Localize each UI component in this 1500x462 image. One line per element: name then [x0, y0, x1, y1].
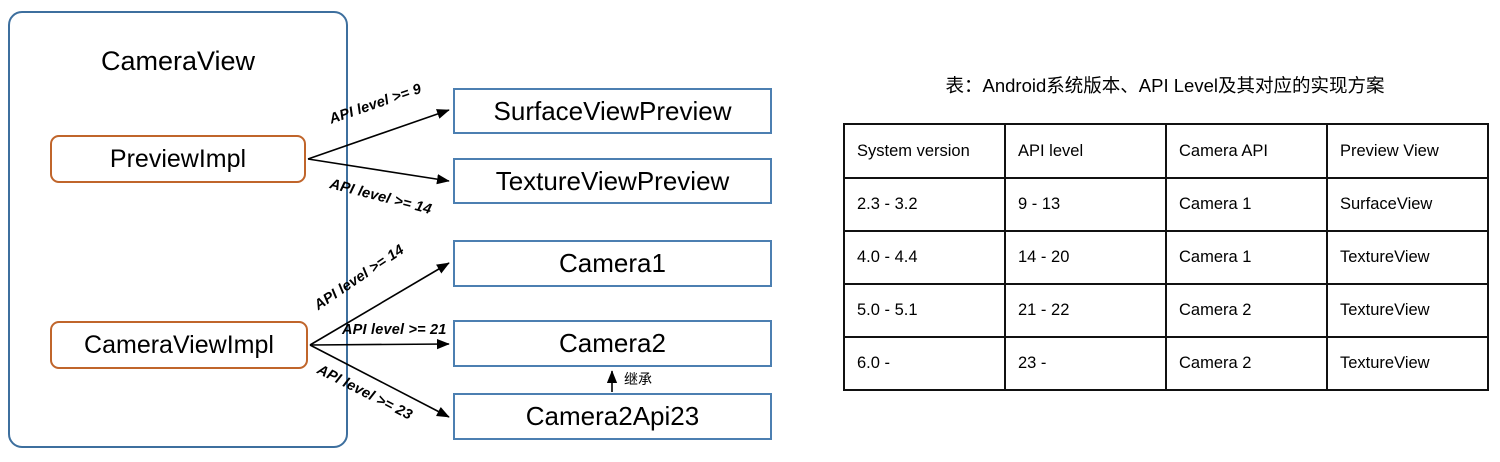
table-cell-api-level: 21 - 22 — [1004, 283, 1167, 338]
inheritance-label: 继承 — [624, 371, 652, 387]
android-version-table: System version API level Camera API Prev… — [843, 123, 1489, 391]
spec-table-panel: 表：Android系统版本、API Level及其对应的实现方案 System … — [800, 0, 1500, 462]
box-camera2api23[interactable]: Camera2Api23 — [453, 393, 772, 440]
table-cell-camera-api: Camera 2 — [1165, 283, 1328, 338]
table-cell-system-version: 4.0 - 4.4 — [843, 230, 1006, 285]
cameraview-title: CameraView — [100, 46, 256, 76]
table-cell-api-level: 23 - — [1004, 336, 1167, 391]
table-header-api-level: API level — [1004, 123, 1167, 179]
cameraview-container — [8, 11, 348, 448]
table-cell-preview-view: TextureView — [1326, 230, 1489, 285]
box-surfaceviewpreview-label: SurfaceViewPreview — [493, 95, 732, 126]
table-row: 2.3 - 3.2 9 - 13 Camera 1 SurfaceView — [843, 177, 1489, 232]
table-row: 6.0 - 23 - Camera 2 TextureView — [843, 336, 1489, 391]
box-surfaceviewpreview[interactable]: SurfaceViewPreview — [453, 88, 772, 134]
box-preview-impl[interactable]: PreviewImpl — [50, 135, 306, 183]
table-cell-system-version: 2.3 - 3.2 — [843, 177, 1006, 232]
box-preview-impl-label: PreviewImpl — [109, 144, 247, 173]
box-textureviewpreview[interactable]: TextureViewPreview — [453, 158, 772, 204]
table-cell-camera-api: Camera 2 — [1165, 336, 1328, 391]
box-camera2-label: Camera2 — [559, 328, 666, 358]
table-cell-preview-view: TextureView — [1326, 283, 1489, 338]
box-cameraview-impl-label: CameraViewImpl — [84, 330, 274, 359]
table-header-camera-api: Camera API — [1165, 123, 1328, 179]
edge-label-api-level-21: API level >= 21 — [342, 322, 447, 338]
table-header-system-version: System version — [843, 123, 1006, 179]
box-textureviewpreview-label: TextureViewPreview — [495, 165, 730, 196]
box-camera1-label: Camera1 — [559, 248, 666, 278]
table-header-row: System version API level Camera API Prev… — [843, 123, 1489, 179]
table-cell-camera-api: Camera 1 — [1165, 230, 1328, 285]
table-cell-system-version: 5.0 - 5.1 — [843, 283, 1006, 338]
box-camera2api23-label: Camera2Api23 — [525, 401, 700, 431]
box-cameraview-impl[interactable]: CameraViewImpl — [50, 321, 308, 369]
table-cell-camera-api: Camera 1 — [1165, 177, 1328, 232]
table-cell-system-version: 6.0 - — [843, 336, 1006, 391]
table-cell-preview-view: TextureView — [1326, 336, 1489, 391]
table-header-preview-view: Preview View — [1326, 123, 1489, 179]
table-title: 表：Android系统版本、API Level及其对应的实现方案 — [945, 75, 1385, 96]
table-row: 5.0 - 5.1 21 - 22 Camera 2 TextureView — [843, 283, 1489, 338]
table-cell-preview-view: SurfaceView — [1326, 177, 1489, 232]
box-camera2[interactable]: Camera2 — [453, 320, 772, 367]
box-camera1[interactable]: Camera1 — [453, 240, 772, 287]
table-cell-api-level: 14 - 20 — [1004, 230, 1167, 285]
architecture-diagram: CameraView PreviewImpl CameraViewImpl Su… — [8, 11, 772, 448]
table-cell-api-level: 9 - 13 — [1004, 177, 1167, 232]
table-row: 4.0 - 4.4 14 - 20 Camera 1 TextureView — [843, 230, 1489, 285]
